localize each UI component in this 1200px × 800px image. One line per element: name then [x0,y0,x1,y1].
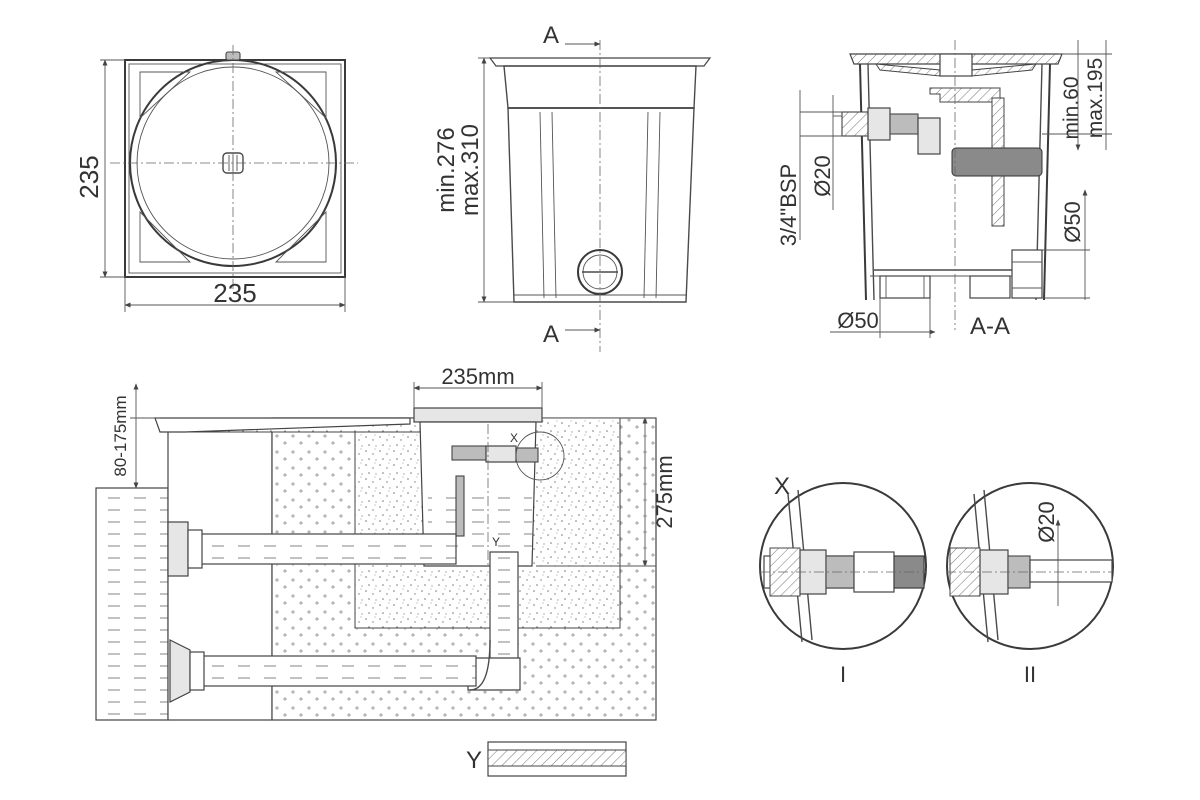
section-mark-top: A [543,22,559,49]
front-height-max: max.310 [457,124,484,216]
front-height-min: min.276 [433,127,460,212]
thread-label: 3/4"BSP [776,164,801,246]
install-height-label: 275mm [652,455,677,528]
section-mark-bottom: A [543,321,559,348]
install-detail-y: Y [492,535,500,549]
detail-title: X [774,473,790,500]
detail-two-label: II [1024,662,1036,687]
front-view: A A min.276 max.310 [433,22,712,352]
detail-diameter: Ø20 [1034,501,1059,543]
detail-one-label: I [840,662,846,687]
top-view: 235 235 [74,45,358,312]
top-view-height-label: 235 [74,155,104,198]
detail-two: Ø20 II [946,482,1114,687]
section-view: 3/4"BSP Ø20 min.60 max.195 Ø50 Ø50 A-A [776,40,1112,340]
detail-one: I [759,482,927,687]
inlet-diameter: Ø20 [810,155,835,197]
depth-max: max.195 [1084,58,1107,139]
depth-min: min.60 [1060,76,1083,139]
top-view-width-label: 235 [213,278,256,308]
bottom-diameter: Ø50 [837,308,879,333]
install-width-label: 235mm [441,364,514,389]
detail-views: X I Ø20 II [759,473,1114,687]
cover-depth-label: 80-175mm [111,395,130,476]
install-detail-x: X [510,431,518,445]
overflow-diameter: Ø50 [1060,201,1085,243]
installation-view: X Y 235mm 275mm 80-175mm Y [95,364,677,777]
y-detail-label: Y [466,747,482,774]
section-name: A-A [970,313,1010,340]
